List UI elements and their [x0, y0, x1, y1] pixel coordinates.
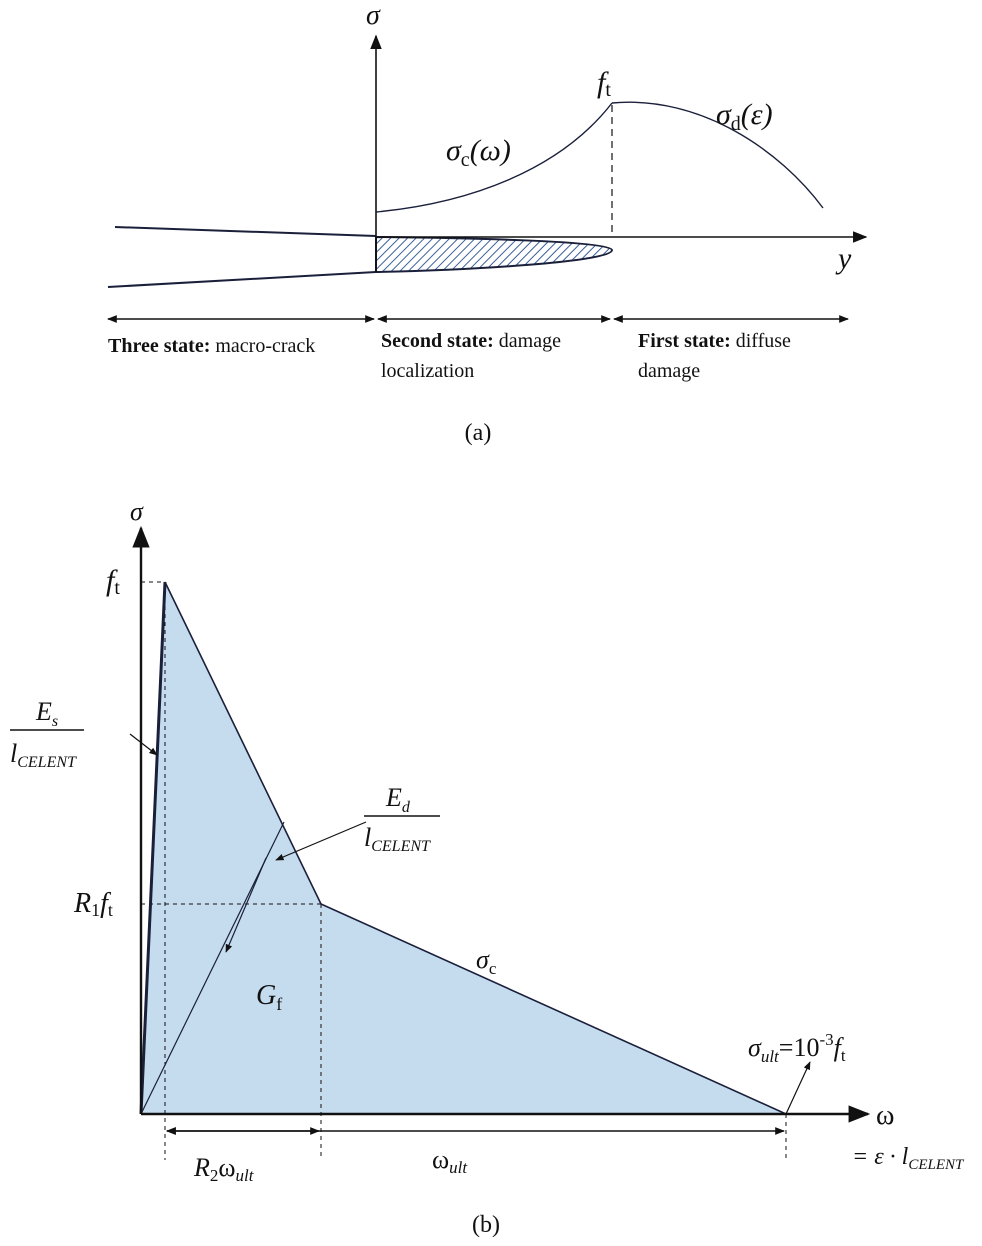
y-axis-label: y [835, 242, 852, 275]
crack-upper-face [114, 226, 377, 237]
ft-label: ft [597, 66, 611, 101]
omega-axis-definition: = ε · lCELENT [852, 1144, 965, 1173]
sigma-d-label: σd(ε) [716, 98, 773, 135]
damage-zone-hatched [375, 235, 614, 274]
sigma-axis-b-label: σ [130, 497, 144, 526]
sigma-c-curve [375, 102, 613, 213]
panel-b: σ ω = ε · lCELENT ft R1ft Es lCELENT Ed [10, 497, 965, 1238]
es-leader [129, 733, 158, 756]
softening-curve [164, 581, 787, 1115]
gf-label: Gf [256, 980, 282, 1014]
crack-lower-face [107, 271, 377, 288]
panel-a: σ y ft σc(ω) σd(ε) Three state: macro-cr… [107, 0, 868, 446]
elastic-loading-line [139, 581, 167, 1115]
es-over-lcelent-fraction: Es lCELENT [10, 697, 84, 771]
r2-omega-ult-label: R2ωult [193, 1153, 255, 1185]
omega-ult-label: ωult [432, 1145, 468, 1177]
ft-label-b: ft [106, 564, 120, 599]
sigma-c-label-b: σc [476, 945, 497, 978]
caption-b: (b) [472, 1212, 500, 1238]
svg-text:Es: Es [35, 697, 58, 730]
r1-ft-label: R1ft [73, 888, 113, 920]
svg-text:Ed: Ed [385, 783, 411, 816]
caption-a: (a) [465, 420, 492, 446]
first-state-label-line2: damage [638, 360, 700, 382]
second-state-label: Second state: damage [381, 330, 561, 352]
sigma-ult-leader [785, 1061, 811, 1115]
svg-text:lCELENT: lCELENT [10, 739, 77, 771]
omega-axis-label: ω [876, 1100, 894, 1131]
gf-shaded-area [141, 582, 786, 1114]
ed-leader [275, 821, 367, 861]
sigma-c-label: σc(ω) [446, 134, 511, 171]
sigma-ult-label: σult=10-3ft [748, 1030, 846, 1066]
unloading-direction-arrow [225, 857, 267, 953]
ed-over-lcelent-fraction: Ed lCELENT [364, 783, 440, 855]
svg-text:lCELENT: lCELENT [364, 823, 431, 855]
third-state-label: Three state: macro-crack [108, 335, 315, 357]
first-state-label: First state: diffuse [638, 330, 791, 352]
sigma-d-curve [611, 101, 824, 209]
sigma-axis-label: σ [366, 0, 381, 31]
second-state-label-line2: localization [381, 360, 474, 382]
